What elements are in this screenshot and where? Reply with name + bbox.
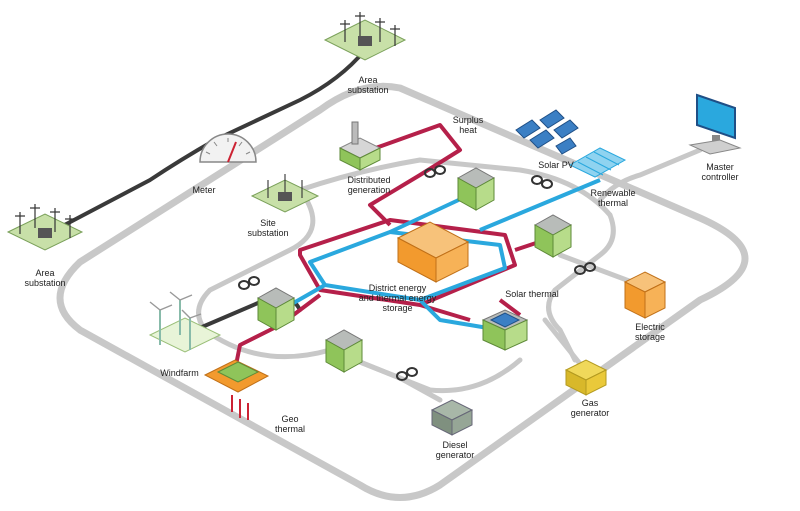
battery-icon	[623, 271, 667, 319]
label-master-controller: Master controller	[701, 162, 739, 182]
label-geo-thermal: Geo thermal	[274, 414, 305, 434]
generator-icon	[430, 399, 474, 436]
solar-thermal-icon	[568, 147, 627, 178]
label-gas-generator: Gas generator	[570, 398, 610, 418]
building-icon	[256, 167, 573, 373]
factory-icon	[338, 121, 382, 171]
label-renewable-thermal: Renewable thermal	[590, 188, 636, 208]
generator-icon	[564, 359, 608, 396]
solar-panel-icon	[515, 109, 579, 155]
label-solar-thermal: Solar thermal	[505, 289, 559, 299]
label-distributed-generation: Distributed generation	[347, 175, 391, 195]
label-electric-storage: Electric storage	[634, 322, 666, 342]
substation-icon	[250, 174, 320, 213]
geothermal-icon	[203, 359, 270, 420]
substation-icon	[323, 12, 407, 61]
label-area-substation-top: Area substation	[347, 75, 389, 95]
substation-icon	[6, 204, 84, 251]
meter-icon	[199, 133, 257, 163]
label-district-storage: District energy and thermal energy stora…	[358, 283, 437, 313]
switch-icon	[238, 165, 596, 381]
label-site-substation: Site substation	[247, 218, 289, 238]
label-meter: Meter	[192, 185, 216, 195]
label-area-substation-left: Area substation	[24, 268, 66, 288]
computer-icon	[688, 93, 742, 155]
label-windfarm: Windfarm	[160, 368, 199, 378]
wind-turbine-icon	[148, 291, 222, 353]
building-icon	[396, 221, 470, 283]
label-solar-pv: Solar PV	[538, 160, 574, 170]
label-surplus-heat: Surplus heat	[452, 115, 484, 135]
label-diesel-generator: Diesel generator	[435, 440, 475, 460]
